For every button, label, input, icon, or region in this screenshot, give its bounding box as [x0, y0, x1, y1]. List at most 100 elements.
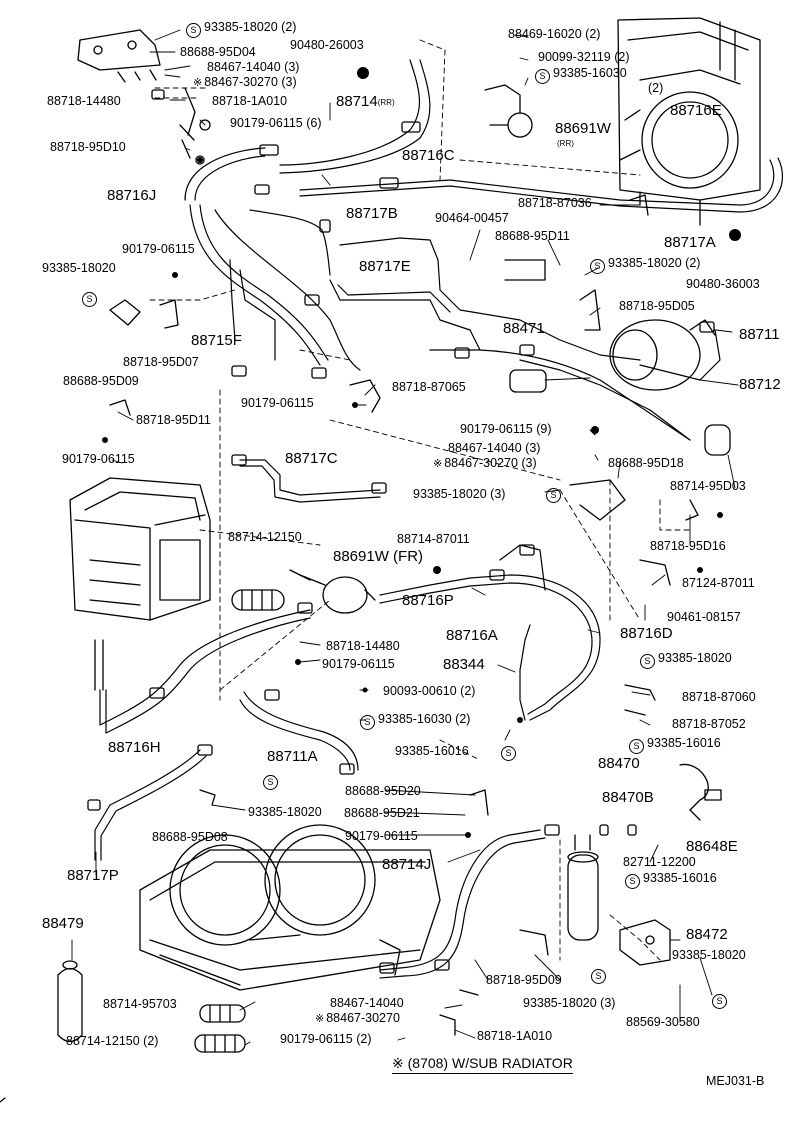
- leader-dashes: [149, 39, 691, 961]
- s-symbol: S: [186, 23, 201, 38]
- part-number: 88714: [336, 93, 378, 110]
- s-symbol: S: [590, 259, 605, 274]
- label-88716P: 88716P: [402, 592, 454, 609]
- star-symbol: ※: [433, 458, 443, 470]
- label-88716D: 88716D: [620, 625, 673, 642]
- label-88718-87052: 88718-87052: [672, 717, 746, 731]
- label-88716J: 88716J: [107, 187, 157, 204]
- label-88472: 88472: [686, 926, 728, 943]
- label-90179-06115-6: 90179-06115 (6): [230, 116, 322, 130]
- label-90480-36003: 90480-36003: [686, 277, 760, 291]
- label-88718-95D11: 88718-95D11: [136, 413, 211, 427]
- bracket-88472-illustration: [619, 919, 671, 966]
- label-88470: 88470: [598, 755, 640, 772]
- position-suffix: (RR): [377, 98, 395, 107]
- label-88716H: 88716H: [108, 739, 161, 756]
- s-symbol: S: [625, 874, 640, 889]
- label-88718-14480-mid: 88718-14480: [326, 639, 400, 653]
- label-88467-30270-low: ※88467-30270: [315, 1012, 400, 1026]
- part-number: 93385-16016: [643, 871, 717, 885]
- label-88714-12150: 88714-12150: [228, 530, 302, 544]
- label-88714-95D03: 88714-95D03: [670, 479, 746, 493]
- label-90179-06115-2-low: 90179-06115 (2): [280, 1032, 372, 1046]
- label-88718-87065: 88718-87065: [392, 380, 466, 394]
- part-number: 93385-18020 (2): [608, 256, 701, 270]
- expansion-valve-rr-illustration: [484, 84, 533, 138]
- label-90461-08157: 90461-08157: [667, 610, 741, 624]
- label-leader-lines: [71, 29, 739, 1046]
- label-88691W-rr-sub: (RR): [557, 139, 574, 148]
- label-88467-14040-3-mid: 88467-14040 (3): [448, 441, 541, 455]
- s-symbol: S: [546, 488, 561, 503]
- label-88718-95D10: 88718-95D10: [50, 140, 126, 154]
- s-symbol: S: [712, 994, 727, 1009]
- label-88344: 88344: [443, 656, 485, 673]
- s-symbol-16016-mid: S: [501, 744, 519, 761]
- label-88469-16020-2: 88469-16020 (2): [508, 27, 601, 41]
- label-93385-16030-top-qty: (2): [648, 81, 664, 95]
- receiver-drier-illustration: [567, 824, 637, 941]
- pipe-fittings-illustration: [87, 121, 715, 974]
- part-number: 88467-30270: [326, 1011, 400, 1025]
- label-87124-87011: 87124-87011: [682, 576, 755, 590]
- label-93385-18020-3-mid: 93385-18020 (3): [413, 487, 506, 501]
- s-symbol: S: [360, 715, 375, 730]
- label-88718-87060: 88718-87060: [682, 690, 756, 704]
- label-88716C: 88716C: [402, 147, 455, 164]
- part-number: 93385-18020: [658, 651, 732, 665]
- s-symbol-lower: S: [263, 773, 281, 790]
- label-90179-06115-mid: 90179-06115: [241, 396, 314, 410]
- label-88715F: 88715F: [191, 332, 242, 349]
- label-88648E: 88648E: [686, 838, 738, 855]
- top-left-bracket-illustration: [77, 29, 211, 165]
- label-90464-00457: 90464-00457: [435, 211, 509, 225]
- pressure-switch-illustration: [679, 763, 722, 821]
- label-90179-06115-lower-left: 90179-06115: [62, 452, 135, 466]
- footnote-sub-radiator: ※ (8708) W/SUB RADIATOR: [392, 1055, 573, 1074]
- s-symbol-low: S: [591, 967, 609, 984]
- label-90179-06115-lower: 90179-06115: [345, 829, 418, 843]
- label-90179-06115-mid2: 90179-06115: [322, 657, 395, 671]
- document-id: MEJ031-B: [706, 1074, 765, 1088]
- label-88716A: 88716A: [446, 627, 498, 644]
- label-88479: 88479: [42, 915, 84, 932]
- label-88470B: 88470B: [602, 789, 654, 806]
- label-88688-95D08: 88688-95D08: [152, 830, 228, 844]
- s-symbol-mid: S: [546, 486, 564, 503]
- label-88718-95D16: 88718-95D16: [650, 539, 726, 553]
- label-88718-1A010-top: 88718-1A010: [212, 94, 288, 108]
- insulation-sleeve-mid-illustration: [231, 589, 285, 611]
- s-symbol: S: [535, 69, 550, 84]
- part-number: 93385-18020 (2): [204, 20, 297, 34]
- label-88717C: 88717C: [285, 450, 338, 467]
- label-88688-95D18: 88688-95D18: [608, 456, 684, 470]
- label-88467-30270-3-mid: ※88467-30270 (3): [433, 457, 537, 471]
- label-88714-rr: 88714(RR): [336, 94, 395, 111]
- refrigerant-pipes-upper: [184, 59, 783, 441]
- label-88711A: 88711A: [267, 748, 318, 765]
- label-88688-95D21: 88688-95D21: [344, 806, 420, 820]
- star-symbol: ※: [315, 1013, 325, 1025]
- label-93385-18020-lower: 93385-18020: [248, 805, 322, 819]
- label-88691W-rr: 88691W: [555, 120, 611, 137]
- star-symbol: ※: [193, 77, 203, 89]
- sub-radiator-condenser-illustration: [139, 824, 441, 991]
- label-88716E: 88716E: [670, 102, 722, 119]
- label-88688-95D04: 88688-95D04: [180, 45, 256, 59]
- label-82711-12200: 82711-12200: [623, 855, 696, 869]
- label-90179-06115-left: 90179-06115: [122, 242, 195, 256]
- part-number: 88467-30270 (3): [204, 75, 297, 89]
- discharge-hose-illustration: [379, 829, 546, 979]
- s-symbol: S: [82, 292, 97, 307]
- label-88688-95D09: 88688-95D09: [63, 374, 139, 388]
- label-88718-1A010-low: 88718-1A010: [477, 1029, 553, 1043]
- label-88718-95D09: 88718-95D09: [486, 973, 562, 987]
- small-clamps-illustration: [109, 194, 699, 1036]
- label-88718-87036: 88718-87036: [518, 196, 592, 210]
- corner-mark: [0, 1097, 6, 1103]
